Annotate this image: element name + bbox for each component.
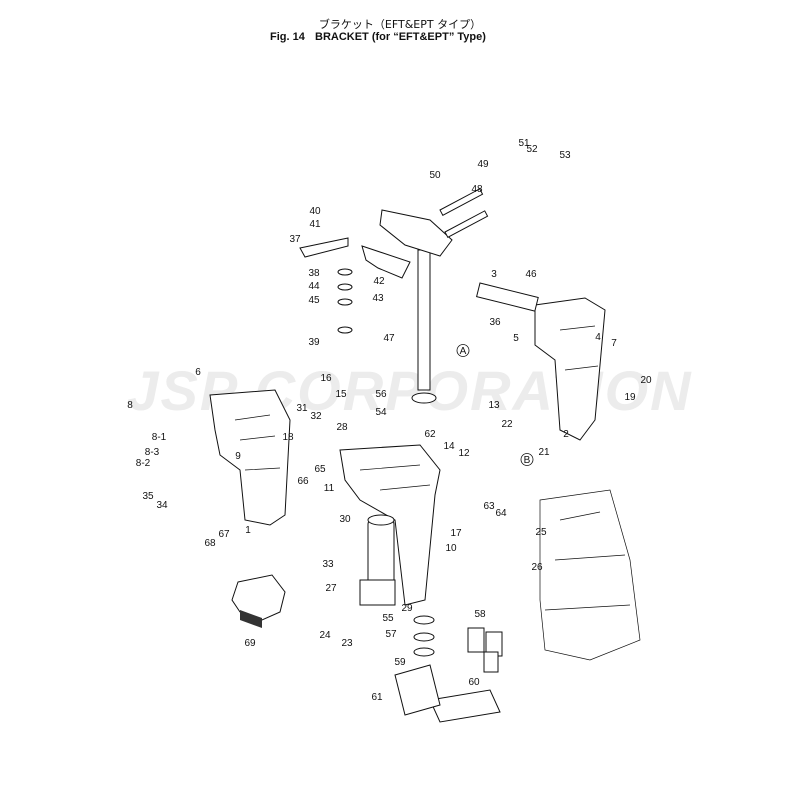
- callout-52: 52: [526, 144, 538, 155]
- callout-45: 45: [308, 295, 320, 306]
- callout-43: 43: [372, 293, 384, 304]
- callout-3: 3: [491, 269, 497, 280]
- callout-12: 12: [458, 448, 470, 459]
- callout-14: 14: [443, 441, 455, 452]
- callout-18: 18: [282, 432, 294, 443]
- callout-64: 64: [495, 508, 507, 519]
- callout-33: 33: [322, 559, 334, 570]
- anodes: [467, 627, 503, 673]
- lower-unit-outline: [539, 489, 641, 661]
- callout-65: 65: [314, 464, 326, 475]
- swivel-bracket: [339, 444, 441, 606]
- callout-68: 68: [204, 538, 216, 549]
- callout-8-2: 8-2: [136, 458, 151, 469]
- title-japanese: ブラケット（EFT&EPT タイプ）: [318, 18, 482, 31]
- callout-48: 48: [471, 184, 483, 195]
- callout-20: 20: [640, 375, 652, 386]
- callout-4: 4: [595, 332, 601, 343]
- callout-61: 61: [371, 692, 383, 703]
- plate-bracket: [299, 237, 411, 279]
- callout-59: 59: [394, 657, 406, 668]
- callout-16: 16: [320, 373, 332, 384]
- callout-69: 69: [244, 638, 256, 649]
- callout-1: 1: [245, 525, 251, 536]
- callout-36: 36: [489, 317, 501, 328]
- callout-19: 19: [624, 392, 636, 403]
- callout-62: 62: [424, 429, 436, 440]
- callout-22: 22: [501, 419, 513, 430]
- callout-13: 13: [488, 400, 500, 411]
- callout-23: 23: [341, 638, 353, 649]
- callout-15: 15: [335, 389, 347, 400]
- callout-51: 51: [518, 138, 530, 149]
- callout-53: 53: [559, 150, 571, 161]
- washers-stack: [337, 268, 435, 657]
- callout-8-1: 8-1: [152, 432, 167, 443]
- callout-8-3: 8-3: [145, 447, 160, 458]
- figure-title: BRACKET (for “EFT&EPT” Type): [315, 31, 486, 43]
- callout-66: 66: [297, 476, 309, 487]
- callout-7: 7: [611, 338, 617, 349]
- callout-37: 37: [289, 234, 301, 245]
- callout-17: 17: [450, 528, 462, 539]
- callout-38: 38: [308, 268, 320, 279]
- callout-10: 10: [445, 543, 457, 554]
- callout-67: 67: [218, 529, 230, 540]
- callout-11: 11: [324, 483, 335, 494]
- tilt-tube: [476, 282, 539, 312]
- callout-60: 60: [468, 677, 480, 688]
- callout-50: 50: [429, 170, 441, 181]
- callout-30: 30: [339, 514, 351, 525]
- callout-41: 41: [309, 219, 321, 230]
- callout-8: 8: [127, 400, 133, 411]
- trim-tilt-unit: [359, 514, 396, 606]
- callout-circle-B: [520, 453, 534, 466]
- chafe-plate: [394, 664, 501, 723]
- callout-46: 46: [525, 269, 537, 280]
- callout-42: 42: [373, 276, 385, 287]
- steering-shaft: [411, 249, 437, 404]
- callout-2: 2: [563, 429, 569, 440]
- steering-arm: [379, 188, 489, 257]
- callout-40: 40: [309, 206, 321, 217]
- callout-5: 5: [513, 333, 519, 344]
- callout-55: 55: [382, 613, 394, 624]
- callout-63: 63: [483, 501, 495, 512]
- callout-34: 34: [156, 500, 168, 511]
- callout-31: 31: [296, 403, 308, 414]
- callout-circle-A: [456, 344, 470, 357]
- callout-49: 49: [477, 159, 489, 170]
- callout-9: 9: [235, 451, 241, 462]
- callout-6: 6: [195, 367, 201, 378]
- callout-21: 21: [538, 447, 550, 458]
- right-bracket: [534, 297, 606, 441]
- callout-58: 58: [474, 609, 486, 620]
- tilt-lever: [231, 574, 286, 628]
- callout-24: 24: [319, 630, 331, 641]
- callout-47: 47: [383, 333, 395, 344]
- callout-29: 29: [401, 603, 413, 614]
- callout-39: 39: [308, 337, 320, 348]
- callout-56: 56: [375, 389, 387, 400]
- callout-A: A: [460, 346, 467, 357]
- callout-54: 54: [375, 407, 387, 418]
- callout-32: 32: [310, 411, 322, 422]
- callout-27: 27: [325, 583, 337, 594]
- callout-26: 26: [531, 562, 543, 573]
- callout-28: 28: [336, 422, 348, 433]
- callout-57: 57: [385, 629, 397, 640]
- callout-35: 35: [142, 491, 154, 502]
- callout-25: 25: [535, 527, 547, 538]
- callout-B: B: [524, 455, 531, 466]
- figure-number: Fig. 14: [270, 31, 305, 43]
- callout-44: 44: [308, 281, 320, 292]
- left-bracket: [209, 389, 291, 526]
